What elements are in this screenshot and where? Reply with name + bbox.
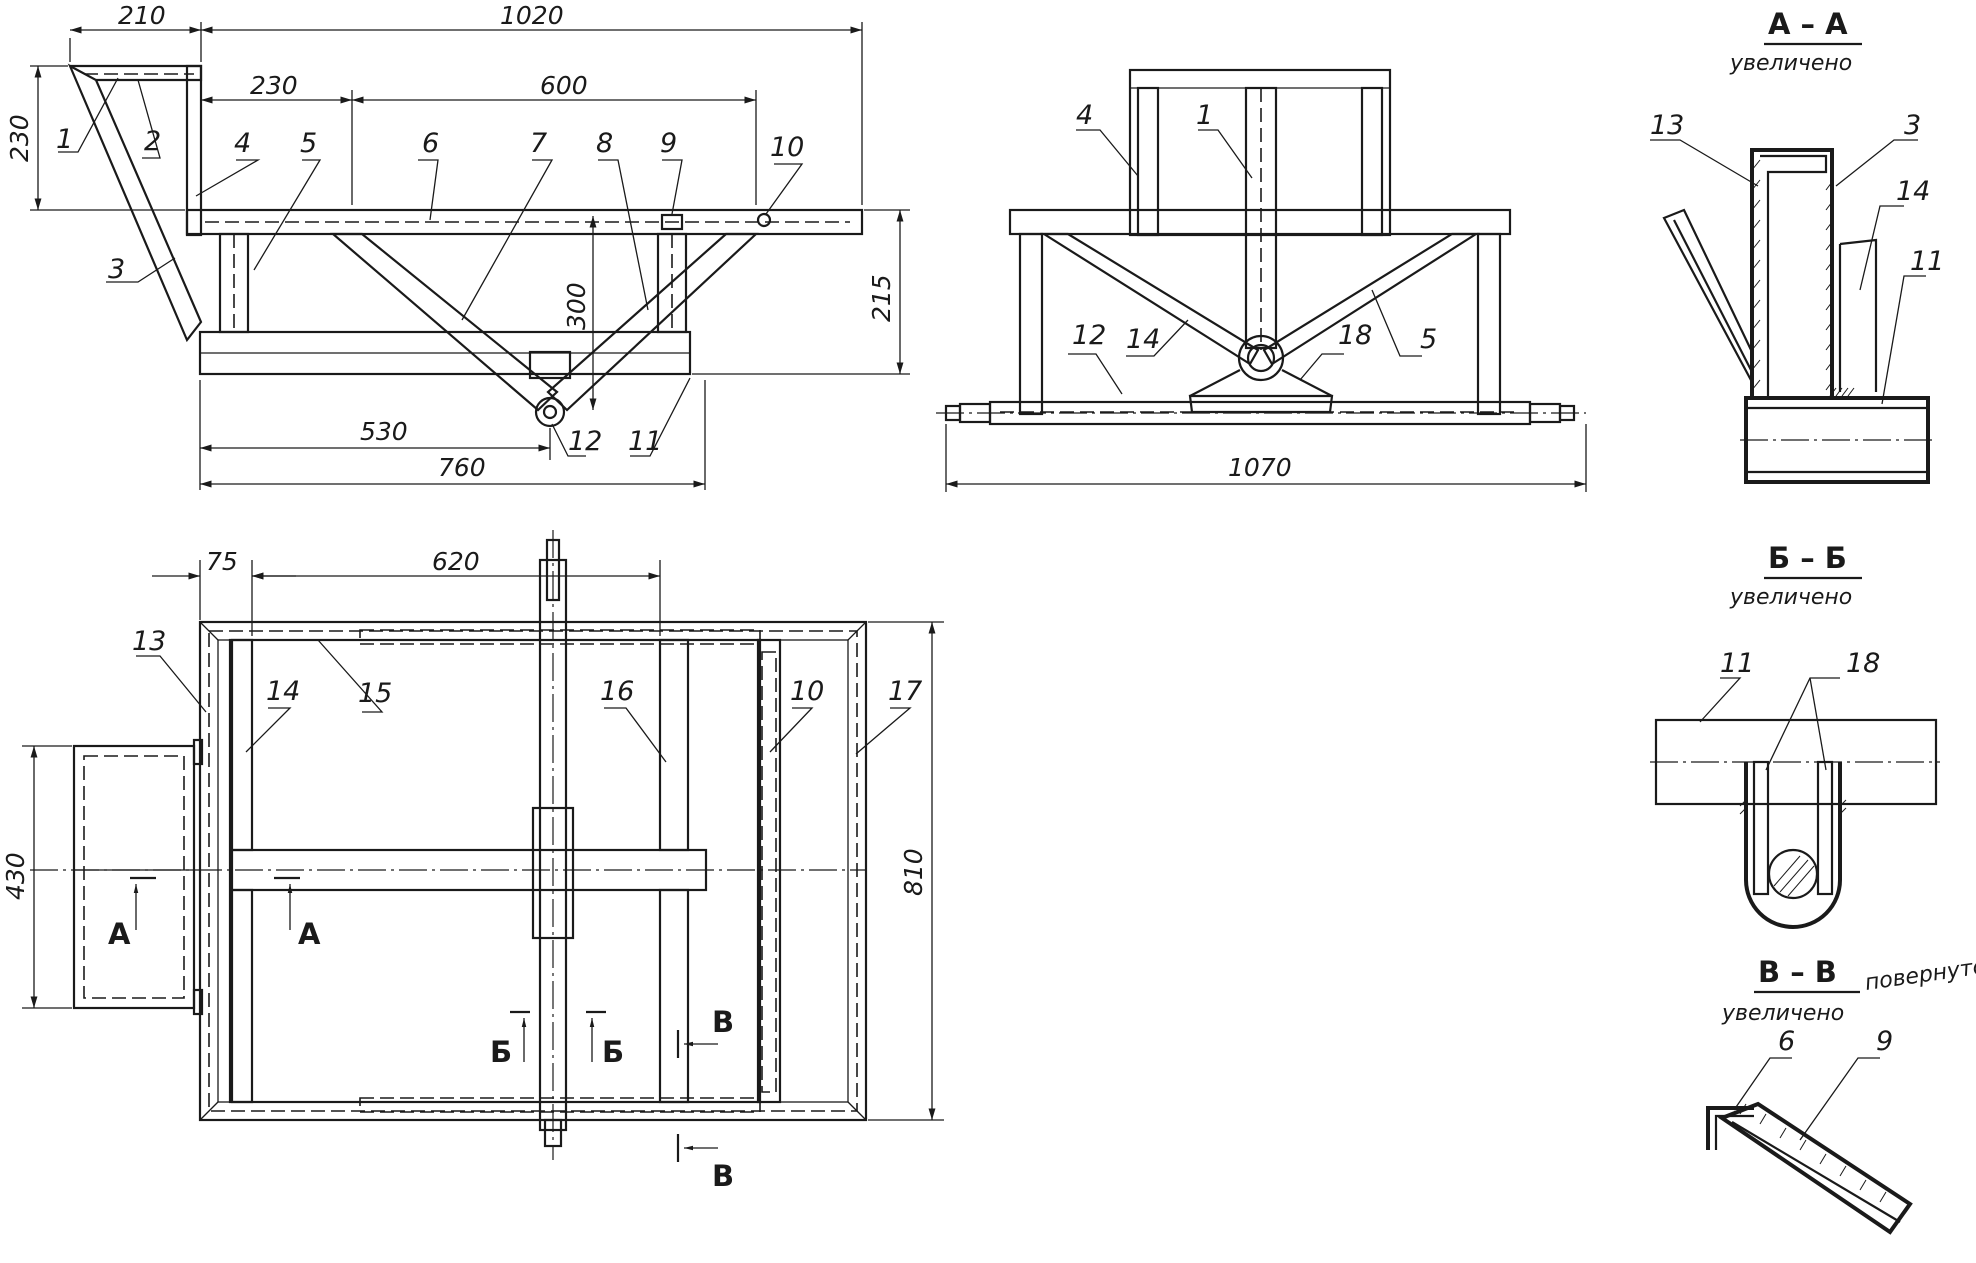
front-label-4: 4 [1076,100,1093,131]
plan-view: 75 620 430 810 А А Б Б В В 13 [1,530,944,1193]
front-label-18: 18 [1338,320,1372,351]
dim-620: 620 [432,547,480,576]
dim-810: 810 [899,848,928,896]
section-vv-title: В – В [1758,955,1837,989]
front-label-12: 12 [1072,320,1106,351]
side-label-1: 1 [56,124,73,155]
dim-760: 760 [438,453,486,482]
brace-8 [546,232,759,412]
front-label-1: 1 [1196,100,1213,131]
side-label-11: 11 [628,426,662,457]
front-deck [1008,208,1512,236]
front-view: 1070 4 1 12 14 18 5 [936,68,1587,492]
front-label-14: 14 [1126,324,1160,355]
dim-430: 430 [1,852,30,900]
section-aa-subtitle: увеличено [1729,51,1852,76]
side-label-9: 9 [660,128,677,159]
brace-14 [1040,232,1260,366]
aa-strut [1662,208,1754,383]
section-bb: Б – Б увеличено 11 18 [1650,541,1940,929]
section-aa: А – А увеличено [1650,7,1944,484]
side-label-10: 10 [770,132,804,163]
dim-1070: 1070 [1228,453,1292,482]
dim-215: 215 [867,274,896,322]
section-vv-rotated-note: повернуто [1863,954,1976,996]
plan-inner-frame [228,638,762,1104]
section-bb-subtitle: увеличено [1729,585,1852,610]
cut-a-right: А [298,917,321,951]
side-label-6: 6 [422,128,439,159]
cut-v-top: В [712,1005,734,1039]
front-label-5: 5 [1420,324,1437,355]
dim-230-top: 230 [250,71,298,100]
plan-label-13: 13 [132,626,166,657]
dim-210: 210 [118,1,166,30]
side-label-8: 8 [596,128,613,159]
bracket-strut [67,63,203,343]
vv-tube [1717,1101,1913,1235]
side-label-2: 2 [144,126,161,157]
side-view: 210 1020 230 600 230 300 215 530 760 1 2… [5,1,910,490]
dim-75: 75 [206,547,238,576]
plan-outer-frame [198,620,868,1122]
aa-label-3: 3 [1904,110,1921,141]
plan-member-10 [756,638,782,1104]
plan-label-10: 10 [790,676,824,707]
side-label-3: 3 [108,254,125,285]
cut-b-left: Б [490,1035,512,1069]
side-label-7: 7 [530,128,547,159]
dim-300: 300 [562,282,591,330]
bracket-top-plate [70,64,203,82]
aa-label-14: 14 [1896,176,1930,207]
section-aa-title: А – А [1768,7,1848,41]
dim-600: 600 [540,71,588,100]
front-pivot [1237,334,1285,382]
dim-1020: 1020 [500,1,564,30]
vv-label-9: 9 [1876,1026,1893,1057]
section-vv-subtitle: увеличено [1721,1001,1844,1026]
aa-hatch [1751,159,1833,391]
brace-7 [330,232,559,412]
plan-label-15: 15 [358,678,392,709]
aa-label-11: 11 [1910,246,1944,277]
plan-label-16: 16 [600,676,634,707]
pivot-12 [534,396,566,428]
vv-label-6: 6 [1778,1026,1795,1057]
section-vv: В – В увеличено повернуто 6 9 [1706,954,1976,1235]
plan-label-17: 17 [888,676,922,707]
side-label-4: 4 [234,128,251,159]
side-label-12: 12 [568,426,602,457]
section-bb-title: Б – Б [1768,541,1847,575]
base-plate-18 [1188,394,1334,414]
bb-label-18: 18 [1846,648,1880,679]
aa-label-13: 13 [1650,110,1684,141]
cut-a-left: А [108,917,131,951]
cut-b-right: Б [602,1035,624,1069]
bb-pin [1767,848,1819,900]
bb-label-11: 11 [1720,648,1754,679]
vv-angle [1706,1106,1754,1150]
cut-v-bottom: В [712,1159,734,1193]
dim-530: 530 [360,417,408,446]
plan-label-14: 14 [266,676,300,707]
dim-230-side: 230 [5,114,34,162]
aa-channel [1750,148,1834,400]
plan-seat-box [72,744,196,1010]
side-label-5: 5 [300,128,317,159]
